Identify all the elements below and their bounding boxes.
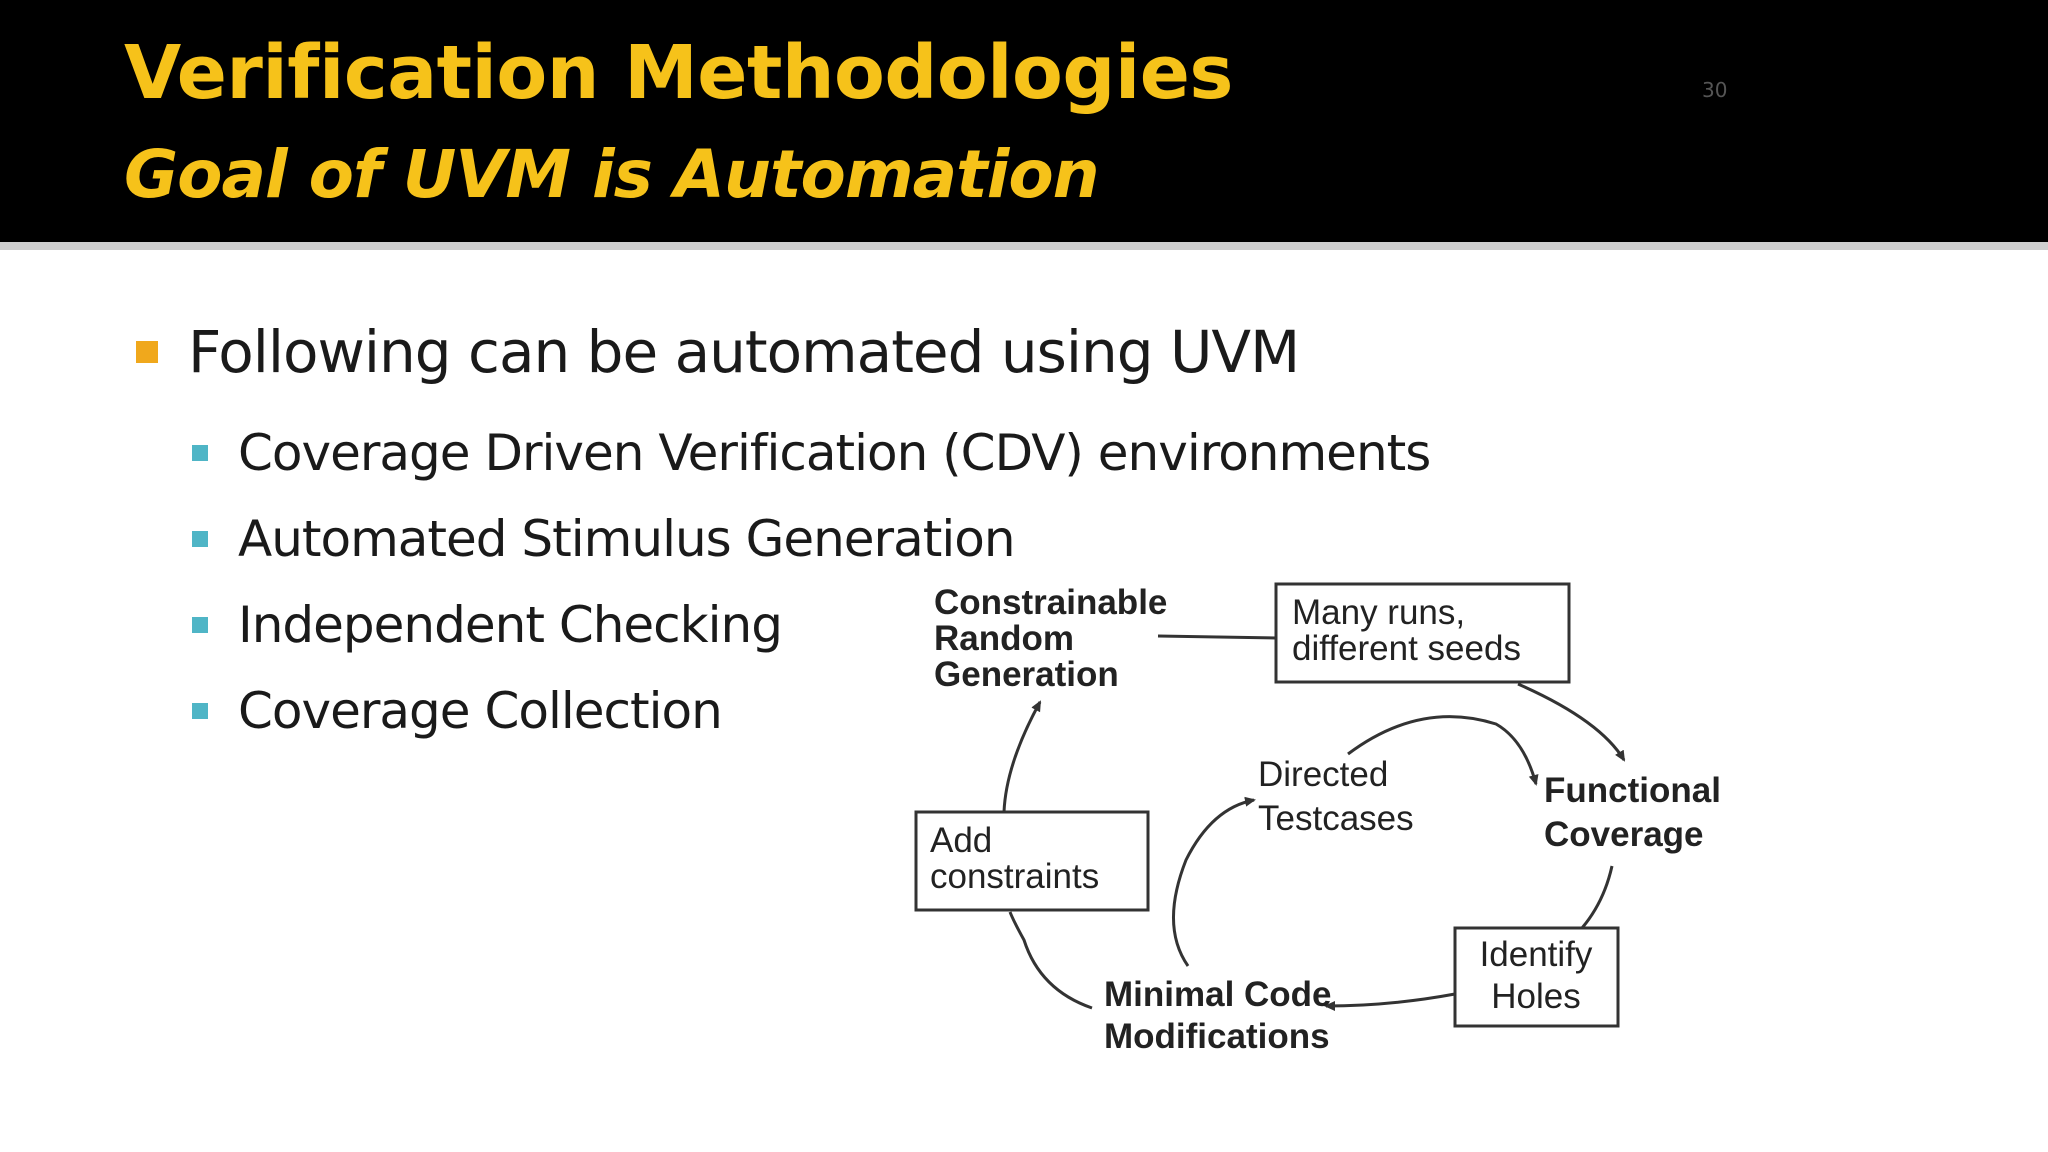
arrow-seeds-to-coverage (1517, 682, 1626, 762)
list-item-text: Independent Checking (238, 596, 783, 654)
directed-line2: Testcases (1258, 799, 1414, 838)
minimal-code-line1: Minimal Code (1104, 975, 1332, 1014)
crg-label-line1: Constrainable (934, 583, 1167, 622)
list-item: Independent Checking (192, 582, 1430, 668)
arrow-constraints-to-crg (1002, 700, 1042, 813)
many-runs-line2: different seeds (1292, 629, 1521, 668)
connector-coverage-to-holes (1580, 865, 1614, 929)
arrow-directed-to-coverage (1347, 715, 1539, 786)
identify-holes-line1: Identify (1480, 935, 1593, 974)
arrow-holes-to-minimal (1324, 992, 1456, 1011)
many-runs-box (1274, 582, 1571, 684)
list-item: Automated Stimulus Generation (192, 496, 1430, 582)
many-runs-line1: Many runs, (1292, 593, 1465, 632)
functional-coverage-line1: Functional (1544, 771, 1721, 810)
add-constraints-line1: Add (930, 821, 992, 860)
add-constraints-box (914, 810, 1150, 912)
add-constraints-line2: constraints (930, 857, 1099, 896)
square-bullet-icon (192, 703, 208, 719)
sub-bullet-list: Coverage Driven Verification (CDV) envir… (192, 410, 1431, 754)
connector-crg-to-seeds (1157, 634, 1277, 640)
list-item: Coverage Driven Verification (CDV) envir… (192, 410, 1431, 496)
square-bullet-icon (136, 341, 158, 363)
minimal-code-line2: Modifications (1104, 1017, 1330, 1056)
directed-line1: Directed (1258, 755, 1388, 794)
list-item-text: Coverage Collection (238, 682, 723, 740)
arrow-minimal-to-directed (1172, 796, 1256, 967)
slide-title: Verification Methodologies (124, 30, 1233, 116)
main-bullet: Following can be automated using UVM (136, 318, 1300, 386)
slide-subtitle: Goal of UVM is Automation (124, 136, 1100, 213)
list-item-text: Coverage Driven Verification (CDV) envir… (238, 424, 1431, 482)
page-number: 30 (1702, 78, 1728, 102)
square-bullet-icon (192, 445, 208, 461)
crg-label-line3: Generation (934, 655, 1119, 694)
square-bullet-icon (192, 531, 208, 547)
identify-holes-line2: Holes (1491, 977, 1580, 1016)
list-item: Coverage Collection (192, 668, 1430, 754)
list-item-text: Automated Stimulus Generation (238, 510, 1016, 568)
functional-coverage-line2: Coverage (1544, 815, 1704, 854)
identify-holes-box (1453, 926, 1620, 1028)
main-bullet-text: Following can be automated using UVM (188, 318, 1300, 386)
header-divider (0, 242, 2048, 250)
square-bullet-icon (192, 617, 208, 633)
crg-label-line2: Random (934, 619, 1074, 658)
header-bar: Verification Methodologies Goal of UVM i… (0, 0, 2048, 242)
connector-minimal-to-constraints (1008, 911, 1093, 1010)
